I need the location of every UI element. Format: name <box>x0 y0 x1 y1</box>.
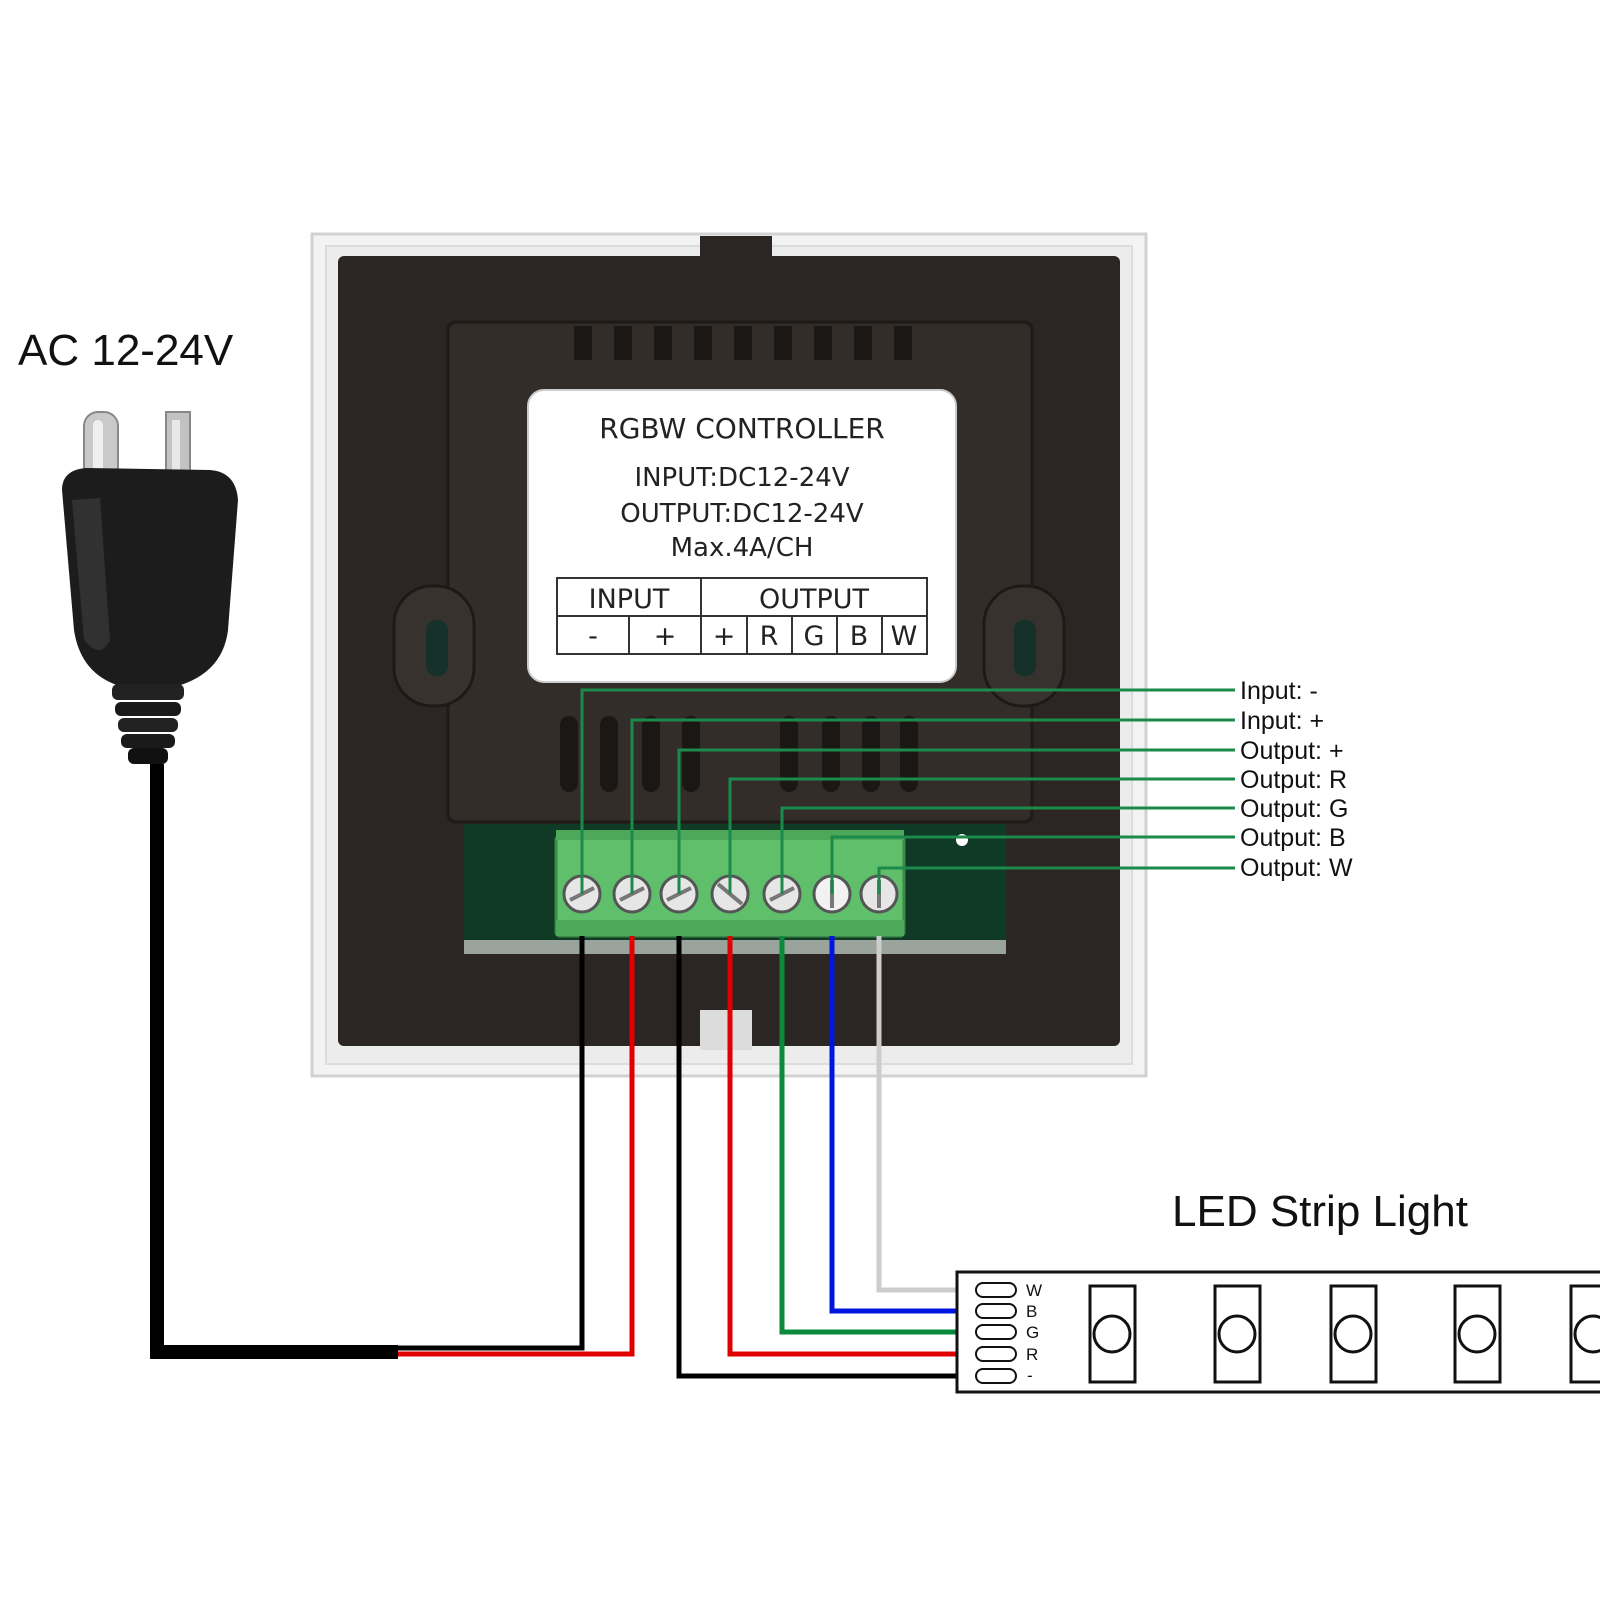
wire-power-cable <box>150 764 398 1359</box>
terminal-table <box>556 577 928 655</box>
wire-input-minus <box>395 936 585 1351</box>
strip-pin-minus: - <box>1027 1366 1033 1385</box>
led-strip: W B G R - <box>955 1270 1600 1394</box>
wire-output-g <box>779 936 995 1335</box>
wires <box>150 764 995 1379</box>
led-chip-icon <box>1453 1284 1502 1384</box>
table-cell-output-w: W <box>891 621 918 652</box>
callout-line-input-plus <box>630 718 1235 894</box>
wire-output-b <box>829 936 995 1314</box>
max-current: Max.4A/CH <box>671 533 814 563</box>
strip-label: LED Strip Light <box>1172 1187 1468 1236</box>
callout-line-output-b <box>830 835 1235 894</box>
spec-label: RGBW CONTROLLER INPUT:DC12-24V OUTPUT:DC… <box>527 389 957 683</box>
table-cell-output-g: G <box>804 621 825 652</box>
table-cell-input-minus: - <box>588 621 598 652</box>
input-spec: INPUT:DC12-24V <box>634 463 849 493</box>
callout-line-output-r <box>728 777 1235 894</box>
controller-title: RGBW CONTROLLER <box>599 412 884 445</box>
top-vents <box>574 326 912 360</box>
callout-output-g: Output: G <box>1240 795 1348 823</box>
callout-output-b: Output: B <box>1240 824 1346 852</box>
mounting-hole-right-icon <box>982 584 1066 708</box>
table-cell-output-b: B <box>850 621 869 652</box>
bottom-vents <box>560 716 918 792</box>
callout-input-plus: Input: + <box>1240 707 1324 735</box>
strip-pads <box>975 1282 1017 1384</box>
callout-output-r: Output: R <box>1240 766 1347 794</box>
callout-lines <box>580 688 1235 894</box>
callout-labels: Input: - Input: + Output: + Output: R Ou… <box>1240 677 1353 882</box>
power-label: AC 12-24V <box>18 326 234 375</box>
wire-output-plus <box>676 936 995 1379</box>
power-plug <box>62 411 238 764</box>
led-chip-icon <box>1088 1284 1137 1384</box>
callout-output-plus: Output: + <box>1240 737 1344 765</box>
table-cell-output-plus: + <box>713 621 736 652</box>
strip-pin-r: R <box>1026 1345 1038 1364</box>
strip-pin-w: W <box>1026 1281 1042 1300</box>
callout-line-input-minus <box>580 688 1235 894</box>
strip-pin-g: G <box>1026 1323 1039 1342</box>
strip-pin-b: B <box>1026 1302 1037 1321</box>
led-chip-icon <box>1329 1284 1378 1384</box>
table-output-header: OUTPUT <box>759 584 870 615</box>
led-chip-icon <box>1569 1284 1600 1384</box>
callout-input-minus: Input: - <box>1240 677 1318 705</box>
callout-output-w: Output: W <box>1240 854 1353 882</box>
table-cell-output-r: R <box>760 621 779 652</box>
table-cell-input-plus: + <box>654 621 677 652</box>
callout-line-output-g <box>780 806 1235 894</box>
wire-input-plus <box>395 936 635 1357</box>
wire-output-r <box>727 936 995 1357</box>
mounting-hole-left-icon <box>392 584 476 708</box>
output-spec: OUTPUT:DC12-24V <box>620 499 864 529</box>
callout-line-output-w <box>877 866 1235 894</box>
table-input-header: INPUT <box>589 584 670 615</box>
callout-line-output-plus <box>677 748 1235 894</box>
led-chip-icon <box>1213 1284 1262 1384</box>
